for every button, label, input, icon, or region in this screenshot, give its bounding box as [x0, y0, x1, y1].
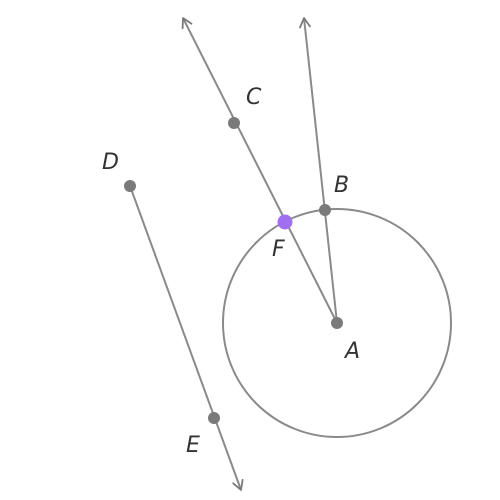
label-a: A — [343, 339, 360, 364]
ray-ac — [181, 17, 338, 324]
circle-a — [222, 208, 452, 438]
point-c[interactable] — [228, 117, 240, 129]
ray-de — [129, 185, 244, 491]
point-e[interactable] — [208, 412, 220, 424]
point-f[interactable] — [277, 214, 293, 230]
label-f: F — [272, 237, 285, 262]
label-c: C — [246, 85, 262, 110]
label-e: E — [186, 433, 200, 458]
ray-ab — [299, 17, 338, 324]
point-a[interactable] — [331, 317, 343, 329]
point-d[interactable] — [124, 180, 136, 192]
point-b[interactable] — [319, 204, 331, 216]
label-b: B — [334, 173, 349, 198]
label-d: D — [102, 150, 119, 175]
